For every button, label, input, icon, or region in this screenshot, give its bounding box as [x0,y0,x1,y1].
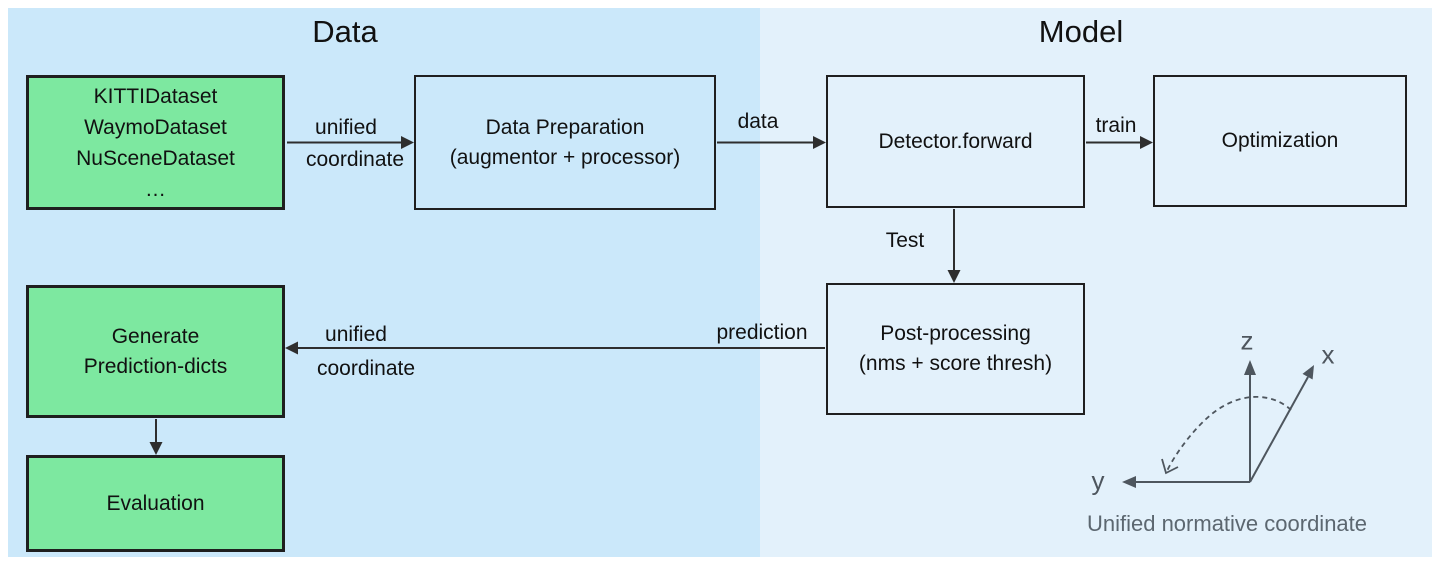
post-processing-line: (nms + score thresh) [858,352,1053,375]
evaluation-label: Evaluation [106,491,205,515]
generate-prediction-line: Generate [111,324,200,348]
data-preparation-line: Data Preparation [485,115,645,139]
detector-forward-node: Detector.forward [826,75,1085,208]
data-preparation-line: (augmentor + processor) [449,145,681,169]
z-axis-label: z [1240,325,1254,356]
optimization-node: Optimization [1153,75,1407,207]
test-arrow-label: Test [885,229,925,252]
datasets-line: NuSceneDataset [76,146,235,170]
detector-forward-label: Detector.forward [878,129,1033,153]
model-region-background [760,8,1432,557]
generate-prediction-dicts-node: Generate Prediction-dicts [26,285,285,418]
coordinate-diagram-caption: Unified normative coordinate [1086,511,1368,536]
prediction-arrow-label: prediction [716,321,808,344]
post-processing-node: Post-processing (nms + score thresh) [826,283,1085,415]
x-axis-label: x [1321,339,1335,370]
unified-coordinate-top-label-line2: coordinate [305,148,405,171]
unified-coordinate-top-label-line1: unified [315,116,377,139]
data-arrow-label: data [737,110,779,133]
model-section-title: Model [1038,14,1124,49]
datasets-line: … [145,177,166,201]
optimization-label: Optimization [1221,129,1339,152]
post-processing-line: Post-processing [880,322,1031,345]
evaluation-node: Evaluation [26,455,285,552]
unified-coordinate-bottom-label-line2: coordinate [316,357,416,380]
generate-prediction-line: Prediction-dicts [83,354,228,378]
datasets-line: WaymoDataset [84,115,227,139]
datasets-node: KITTIDataset WaymoDataset NuSceneDataset… [26,75,285,210]
datasets-line: KITTIDataset [93,84,218,108]
unified-coordinate-bottom-label-line1: unified [325,323,387,346]
y-axis-label: y [1091,465,1105,496]
data-section-title: Data [312,14,378,49]
train-arrow-label: train [1095,114,1137,137]
data-preparation-node: Data Preparation (augmentor + processor) [414,75,716,210]
